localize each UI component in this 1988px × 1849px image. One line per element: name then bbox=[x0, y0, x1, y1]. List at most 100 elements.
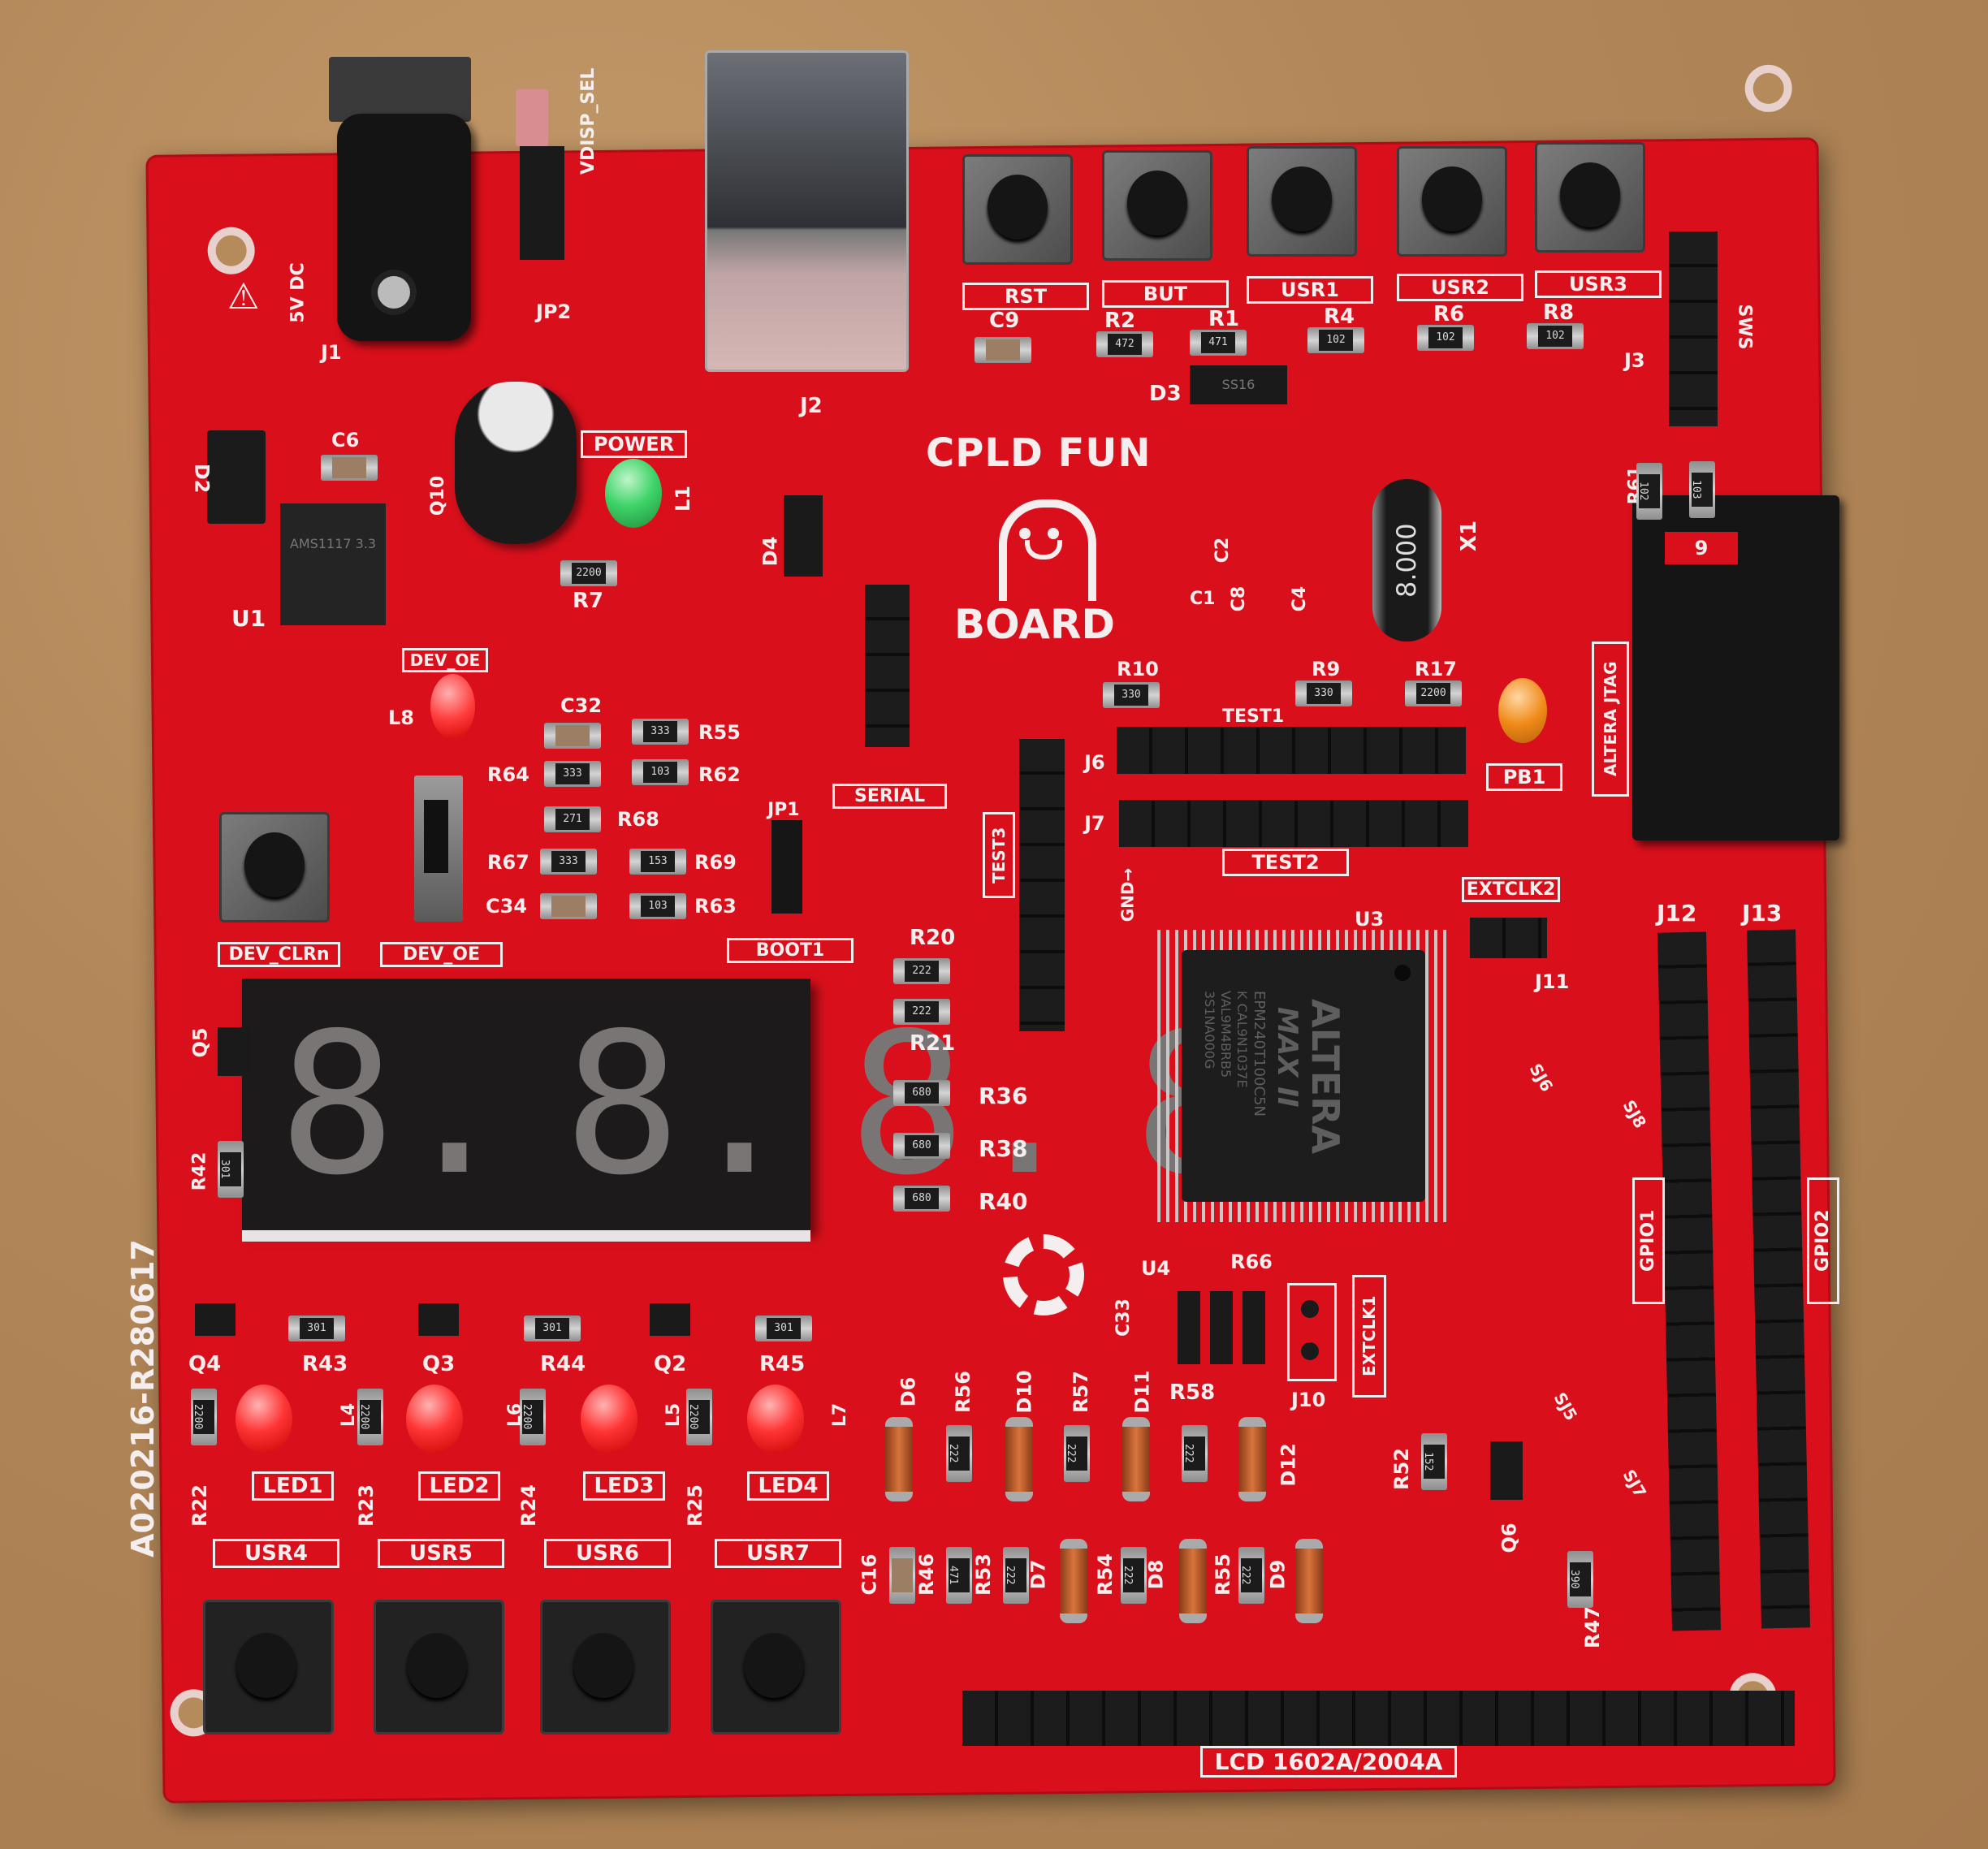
led2-label: LED2 bbox=[418, 1471, 500, 1501]
resistor-r10: 330 bbox=[1103, 682, 1160, 708]
serial-header[interactable] bbox=[865, 585, 910, 747]
gpio1-label: GPIO1 bbox=[1632, 1177, 1665, 1304]
cpld-line: K CAL9N1037E bbox=[1234, 991, 1250, 1088]
cpld-line: VAL9M4BRB5 bbox=[1218, 991, 1234, 1078]
lcd-header[interactable] bbox=[962, 1691, 1795, 1746]
r58-ref: R58 bbox=[1169, 1380, 1216, 1405]
q4-ref: Q4 bbox=[188, 1352, 222, 1376]
test3-header-j8[interactable] bbox=[1019, 739, 1065, 1031]
transistor-q2 bbox=[650, 1303, 690, 1336]
r38-ref: R38 bbox=[979, 1135, 1028, 1162]
sws-header[interactable] bbox=[1669, 231, 1718, 426]
led1 bbox=[236, 1385, 292, 1454]
resistor-r69: 153 bbox=[629, 849, 686, 875]
resistor-r58: 222 bbox=[1182, 1425, 1208, 1482]
resistor-r38: 680 bbox=[893, 1133, 950, 1159]
c32-ref: C32 bbox=[560, 694, 603, 717]
c9-ref: C9 bbox=[989, 309, 1020, 333]
resistor-r67: 333 bbox=[540, 849, 597, 875]
resistor-r20: 222 bbox=[893, 958, 950, 984]
usr5-label: USR5 bbox=[378, 1539, 504, 1568]
usr4-button[interactable] bbox=[203, 1600, 334, 1735]
usr6-button[interactable] bbox=[540, 1600, 671, 1735]
r9-ref: R9 bbox=[1312, 658, 1341, 680]
seven-segment-digit: 8. bbox=[848, 991, 1083, 1218]
resistor-r2: 472 bbox=[1096, 331, 1153, 357]
r2-ref: R2 bbox=[1104, 309, 1136, 333]
pb1-label: PB1 bbox=[1486, 763, 1562, 791]
r64-ref: R64 bbox=[487, 763, 529, 786]
rst-button[interactable] bbox=[962, 154, 1073, 265]
r47-ref: R47 bbox=[1580, 1606, 1604, 1648]
boot1-jumper[interactable] bbox=[771, 820, 802, 914]
r55-ref: R55 bbox=[698, 721, 741, 744]
resistor-r24: 2200 bbox=[520, 1389, 546, 1445]
test2-header-j7[interactable] bbox=[1119, 800, 1468, 847]
usr1-label: USR1 bbox=[1247, 276, 1373, 304]
electrolytic-capacitor bbox=[455, 382, 577, 544]
cpld-chip: ALTERA MAX II EPM240T100C5N K CAL9N1037E… bbox=[1182, 950, 1425, 1202]
jtag-connector[interactable]: 9 bbox=[1632, 495, 1839, 840]
dc-jack[interactable] bbox=[329, 57, 475, 341]
dev-oe-led-label: DEV_OE bbox=[402, 648, 488, 672]
rst-label: RST bbox=[962, 283, 1089, 310]
seven-segment-digit: 8. bbox=[563, 991, 798, 1218]
usr5-button[interactable] bbox=[374, 1600, 504, 1735]
but-button[interactable] bbox=[1102, 150, 1212, 261]
boot1-label: BOOT1 bbox=[727, 938, 854, 963]
usr2-button[interactable] bbox=[1397, 146, 1507, 257]
extclk1-label: EXTCLK1 bbox=[1352, 1275, 1386, 1398]
lcd-label: LCD 1602A/2004A bbox=[1200, 1746, 1457, 1778]
mounting-hole bbox=[1752, 72, 1784, 105]
r7-ref: R7 bbox=[573, 589, 604, 613]
r25-ref: R25 bbox=[683, 1484, 707, 1527]
r22-ref: R22 bbox=[188, 1484, 211, 1527]
resistor-r36: 680 bbox=[893, 1080, 950, 1106]
resistor-r63: 103 bbox=[629, 893, 686, 919]
r57-ref: R57 bbox=[1069, 1371, 1092, 1413]
led3 bbox=[581, 1385, 637, 1454]
dev-oe-switch[interactable] bbox=[414, 775, 463, 922]
r68-ref: R68 bbox=[617, 808, 659, 831]
l1-ref: L1 bbox=[672, 486, 694, 512]
extclk2-header[interactable] bbox=[1470, 918, 1547, 958]
d4-ref: D4 bbox=[758, 536, 782, 567]
r56-ref: R56 bbox=[951, 1371, 975, 1413]
usb-ref: J2 bbox=[800, 394, 823, 418]
resistor-r56: 222 bbox=[946, 1425, 972, 1482]
diode-d8 bbox=[1179, 1539, 1207, 1623]
vdisp-sel-jumper[interactable] bbox=[516, 89, 548, 146]
usr1-button[interactable] bbox=[1247, 146, 1357, 257]
jtag-pin-label: 9 bbox=[1665, 532, 1738, 564]
d10-ref: D10 bbox=[1013, 1370, 1036, 1414]
j10-ref: J10 bbox=[1291, 1389, 1326, 1411]
capacitor-c16 bbox=[889, 1547, 915, 1604]
led-driver-row: 301 301 301 bbox=[187, 1291, 869, 1372]
r43-ref: R43 bbox=[302, 1352, 348, 1376]
c6-ref: C6 bbox=[331, 429, 360, 451]
warning-icon: ⚠ bbox=[227, 276, 260, 318]
usr7-button[interactable] bbox=[711, 1600, 841, 1735]
r8-ref: R8 bbox=[1543, 300, 1575, 325]
usr3-button[interactable] bbox=[1535, 142, 1645, 253]
dev-clrn-button[interactable] bbox=[219, 812, 330, 922]
resistor-r17: 2200 bbox=[1405, 680, 1462, 706]
l5-ref: L5 bbox=[663, 1402, 685, 1428]
resistor-r43: 301 bbox=[288, 1315, 345, 1341]
sws-label: SWS bbox=[1734, 304, 1755, 350]
resistor-r53: 222 bbox=[1003, 1547, 1029, 1604]
altera-jtag-label: ALTERA JTAG bbox=[1592, 642, 1629, 797]
jp1-ref: JP1 bbox=[767, 800, 800, 820]
dc-jack-ref: J1 bbox=[321, 341, 342, 364]
gpio2-label: GPIO2 bbox=[1807, 1177, 1839, 1304]
usb-connector[interactable] bbox=[705, 50, 909, 372]
capacitor-c6 bbox=[321, 455, 378, 481]
seven-segment-display: 8. 8. 8. 8. bbox=[242, 979, 1368, 1230]
transistor-q5 bbox=[218, 1027, 250, 1076]
pb1-led bbox=[1498, 678, 1547, 743]
extclk1-header[interactable] bbox=[1287, 1283, 1337, 1381]
r23-ref: R23 bbox=[354, 1484, 378, 1527]
test2-label: TEST2 bbox=[1222, 849, 1349, 876]
test1-header-j6[interactable] bbox=[1117, 727, 1466, 774]
transistor-q3 bbox=[418, 1303, 459, 1336]
